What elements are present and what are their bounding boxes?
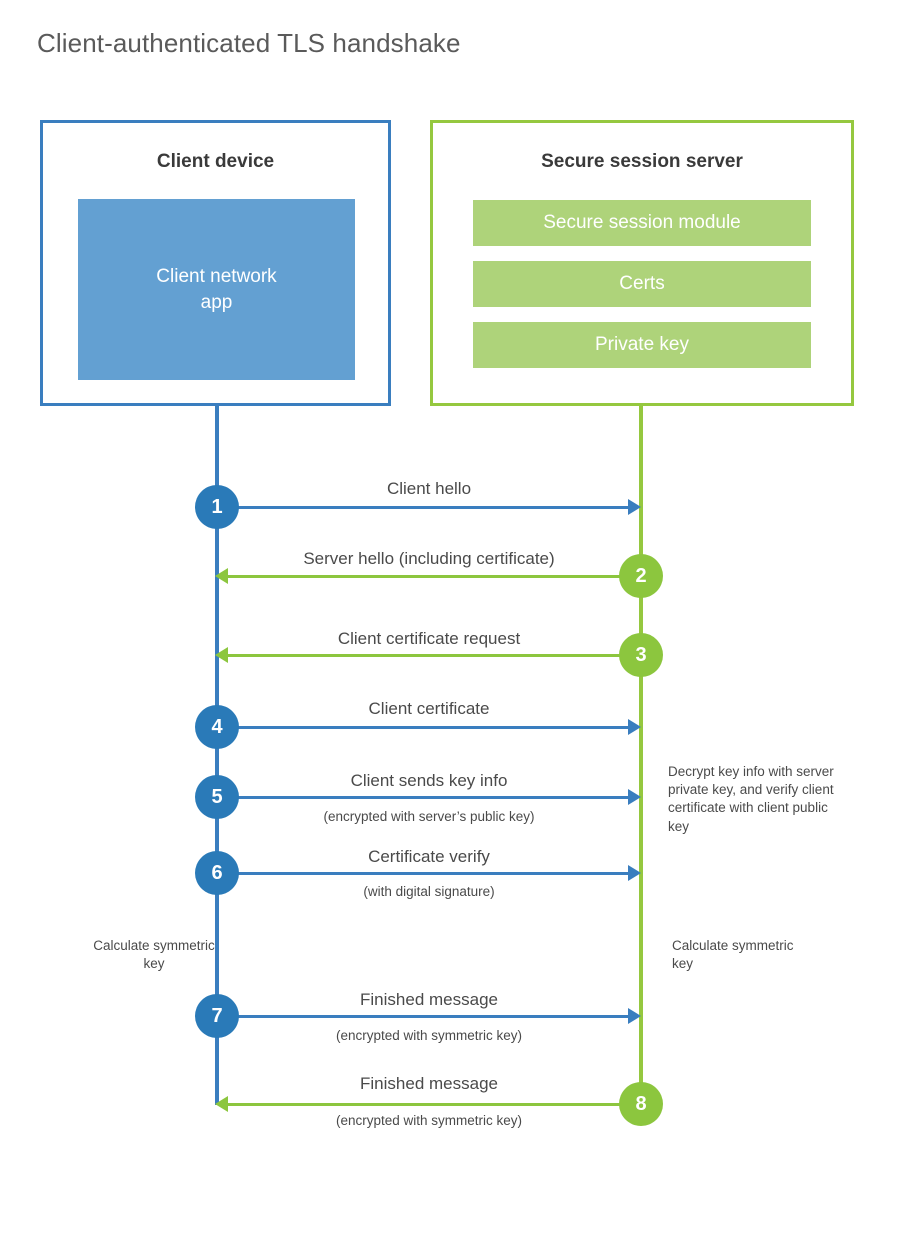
client-network-app-block: Client network app xyxy=(78,199,355,380)
message-8-arrow-head-icon xyxy=(215,1096,228,1112)
message-3-arrow-head-icon xyxy=(215,647,228,663)
message-5-arrow-head-icon xyxy=(628,789,641,805)
message-7-arrow-line xyxy=(217,1015,628,1018)
step-badge-1: 1 xyxy=(195,485,239,529)
server-component-certs: Certs xyxy=(473,261,811,307)
message-6-subtext: (with digital signature) xyxy=(363,884,495,899)
message-8-subtext: (encrypted with symmetric key) xyxy=(335,1113,523,1128)
message-4-arrow-line xyxy=(217,726,628,729)
message-1-label: Client hello xyxy=(386,479,472,498)
client-app-label-line1: Client network xyxy=(156,265,277,287)
secure-session-server-title: Secure session server xyxy=(541,151,743,172)
message-1-arrow-line xyxy=(217,506,628,509)
annotation-server-calculate-symmetric-key: Calculate symmetric key xyxy=(672,938,794,972)
server-component-secure-session-module: Secure session module xyxy=(473,200,811,246)
message-3-label: Client certificate request xyxy=(337,629,521,648)
message-6-label: Certificate verify xyxy=(368,847,490,866)
message-1-arrow-head-icon xyxy=(628,499,641,515)
client-device-title: Client device xyxy=(156,151,275,172)
message-6-arrow-line xyxy=(217,872,628,875)
step-badge-6: 6 xyxy=(195,851,239,895)
client-app-label-line2: app xyxy=(200,291,233,313)
message-7-arrow-head-icon xyxy=(628,1008,641,1024)
step-badge-3: 3 xyxy=(619,633,663,677)
message-3-arrow-line xyxy=(228,654,641,657)
secure-session-server-box: Secure session server Secure session mod… xyxy=(430,120,854,406)
message-7-label: Finished message xyxy=(360,990,498,1009)
message-6-arrow-head-icon xyxy=(628,865,641,881)
message-2-arrow-head-icon xyxy=(215,568,228,584)
message-4-label: Client certificate xyxy=(368,699,490,718)
message-8-arrow-line xyxy=(228,1103,641,1106)
step-badge-7: 7 xyxy=(195,994,239,1038)
message-5-subtext: (encrypted with server’s public key) xyxy=(323,809,535,824)
message-5-arrow-line xyxy=(217,796,628,799)
page-title: Client-authenticated TLS handshake xyxy=(37,28,461,58)
server-component-private-key: Private key xyxy=(473,322,811,368)
message-2-label: Server hello (including certificate) xyxy=(303,549,555,568)
annotation-client-calculate-symmetric-key: Calculate symmetric key xyxy=(93,938,215,972)
step-badge-5: 5 xyxy=(195,775,239,819)
annotation-server-decrypt: Decrypt key info with server private key… xyxy=(668,764,834,834)
client-lifeline xyxy=(215,406,219,1105)
message-5-label: Client sends key info xyxy=(350,771,508,790)
message-8-label: Finished message xyxy=(360,1074,498,1093)
step-badge-8: 8 xyxy=(619,1082,663,1126)
message-7-subtext: (encrypted with symmetric key) xyxy=(335,1028,523,1043)
message-4-arrow-head-icon xyxy=(628,719,641,735)
message-2-arrow-line xyxy=(228,575,641,578)
step-badge-2: 2 xyxy=(619,554,663,598)
client-device-box: Client device Client network app xyxy=(40,120,391,406)
server-lifeline xyxy=(639,406,643,1105)
step-badge-4: 4 xyxy=(195,705,239,749)
